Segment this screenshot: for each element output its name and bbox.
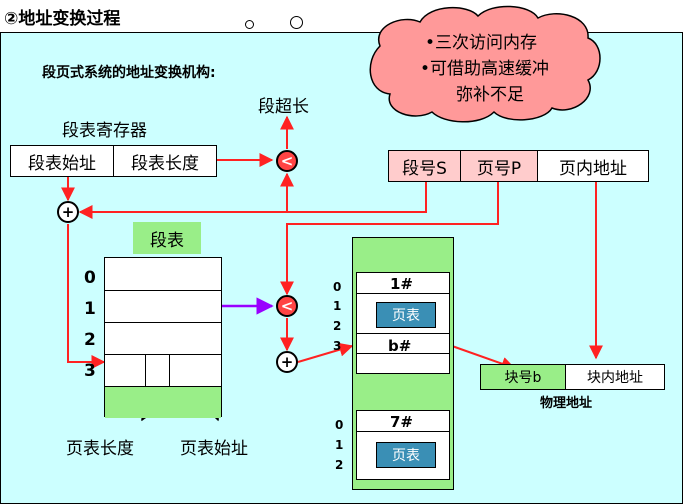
memory-block-1-row-3: 3 (333, 339, 342, 353)
physical-address-label: 物理地址 (540, 396, 593, 411)
memory-block-1-row-2: 2 (333, 319, 342, 333)
segment-register-length: 段表长度 (113, 145, 217, 177)
logical-segment-no: 段号S (388, 150, 461, 182)
segment-row-3: 3 (84, 361, 96, 381)
segment-row-0: 0 (84, 268, 96, 288)
decor-circle (290, 16, 303, 29)
memory-block-2-row-1: 1 (335, 438, 344, 452)
logical-offset: 页内地址 (537, 150, 649, 182)
cloud-text-2: •可借助高速缓冲 (420, 59, 550, 79)
memory-block-2-row-2: 2 (335, 458, 344, 472)
cloud-text-3: 弥补不足 (456, 85, 524, 105)
cloud-text-1: •三次访问内存 (425, 33, 538, 53)
memory-block-2-row-0: 0 (335, 418, 344, 432)
memory-block-2-id: 7# (390, 413, 414, 431)
page-table-start-label: 页表始址 (180, 439, 248, 459)
segment-row-1: 1 (84, 299, 96, 319)
segment-table-label: 段表 (133, 222, 201, 254)
memory-block-1-b: b# (388, 337, 412, 355)
memory-block-1-row-0: 0 (333, 280, 342, 294)
diagram-subtitle: 段页式系统的地址变换机构: (42, 65, 216, 81)
decor-circle (245, 20, 254, 29)
physical-offset: 块内地址 (565, 364, 665, 390)
add-operator-1: + (57, 201, 79, 223)
compare-operator-1: < (276, 150, 298, 172)
segment-register-start: 段表始址 (10, 145, 114, 177)
segment-row-2: 2 (84, 330, 96, 350)
page-table-length-label: 页表长度 (66, 439, 134, 459)
segment-table-entry-3 (105, 354, 221, 386)
physical-block-no: 块号b (480, 364, 566, 390)
memory-block-1-page-table: 页表 (376, 302, 436, 328)
memory-block-2-page-table: 页表 (376, 442, 436, 468)
memory-block-1-id: 1# (390, 275, 414, 293)
compare-operator-2: < (276, 295, 298, 317)
slide-title: ②地址变换过程 (4, 9, 121, 29)
segment-overflow-label: 段超长 (258, 97, 309, 117)
logical-page-no: 页号P (460, 150, 538, 182)
add-operator-2: + (276, 351, 298, 373)
memory-block-1-row-1: 1 (333, 299, 342, 313)
segment-register-label: 段表寄存器 (62, 121, 147, 141)
segment-table (104, 257, 222, 418)
